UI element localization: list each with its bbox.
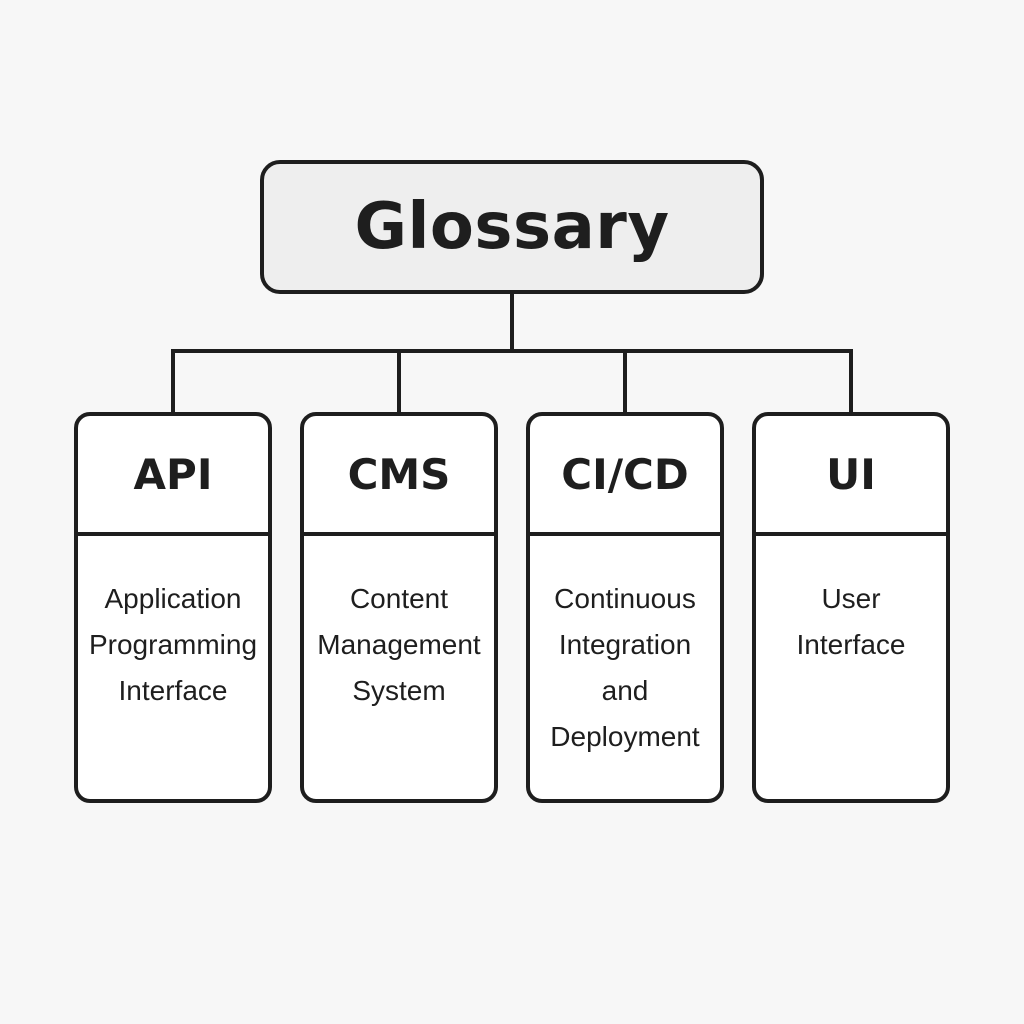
term-abbreviation: API (133, 449, 213, 499)
definition-line: Integration (558, 629, 692, 660)
definition-line: Continuous (554, 583, 696, 614)
definition-line: and (601, 675, 649, 706)
definition-line: Application (104, 583, 242, 614)
term-card-cms: CMS Content Management System (300, 412, 498, 803)
term-card-header: UI (756, 416, 946, 536)
definition-line: User (821, 583, 881, 614)
term-card-cicd: CI/CD Continuous Integration and Deploym… (526, 412, 724, 803)
term-card-header: CMS (304, 416, 494, 536)
term-abbreviation: CI/CD (561, 449, 689, 499)
definition-line: Deployment (550, 721, 700, 752)
term-definition: User Interface (756, 536, 946, 668)
term-abbreviation: UI (826, 449, 876, 499)
term-card-api: API Application Programming Interface (74, 412, 272, 803)
term-abbreviation: CMS (347, 449, 451, 499)
definition-line: Interface (118, 675, 228, 706)
term-definition: Continuous Integration and Deployment (530, 536, 720, 760)
term-card-ui: UI User Interface (752, 412, 950, 803)
definition-line: Interface (796, 629, 906, 660)
term-definition: Content Management System (304, 536, 494, 714)
glossary-title: Glossary (354, 190, 670, 264)
glossary-root-node: Glossary (260, 160, 764, 294)
term-card-header: API (78, 416, 268, 536)
definition-line: Content (349, 583, 449, 614)
definition-line: System (352, 675, 446, 706)
term-card-header: CI/CD (530, 416, 720, 536)
definition-line: Programming (88, 629, 258, 660)
definition-line: Management (317, 629, 481, 660)
term-definition: Application Programming Interface (78, 536, 268, 714)
